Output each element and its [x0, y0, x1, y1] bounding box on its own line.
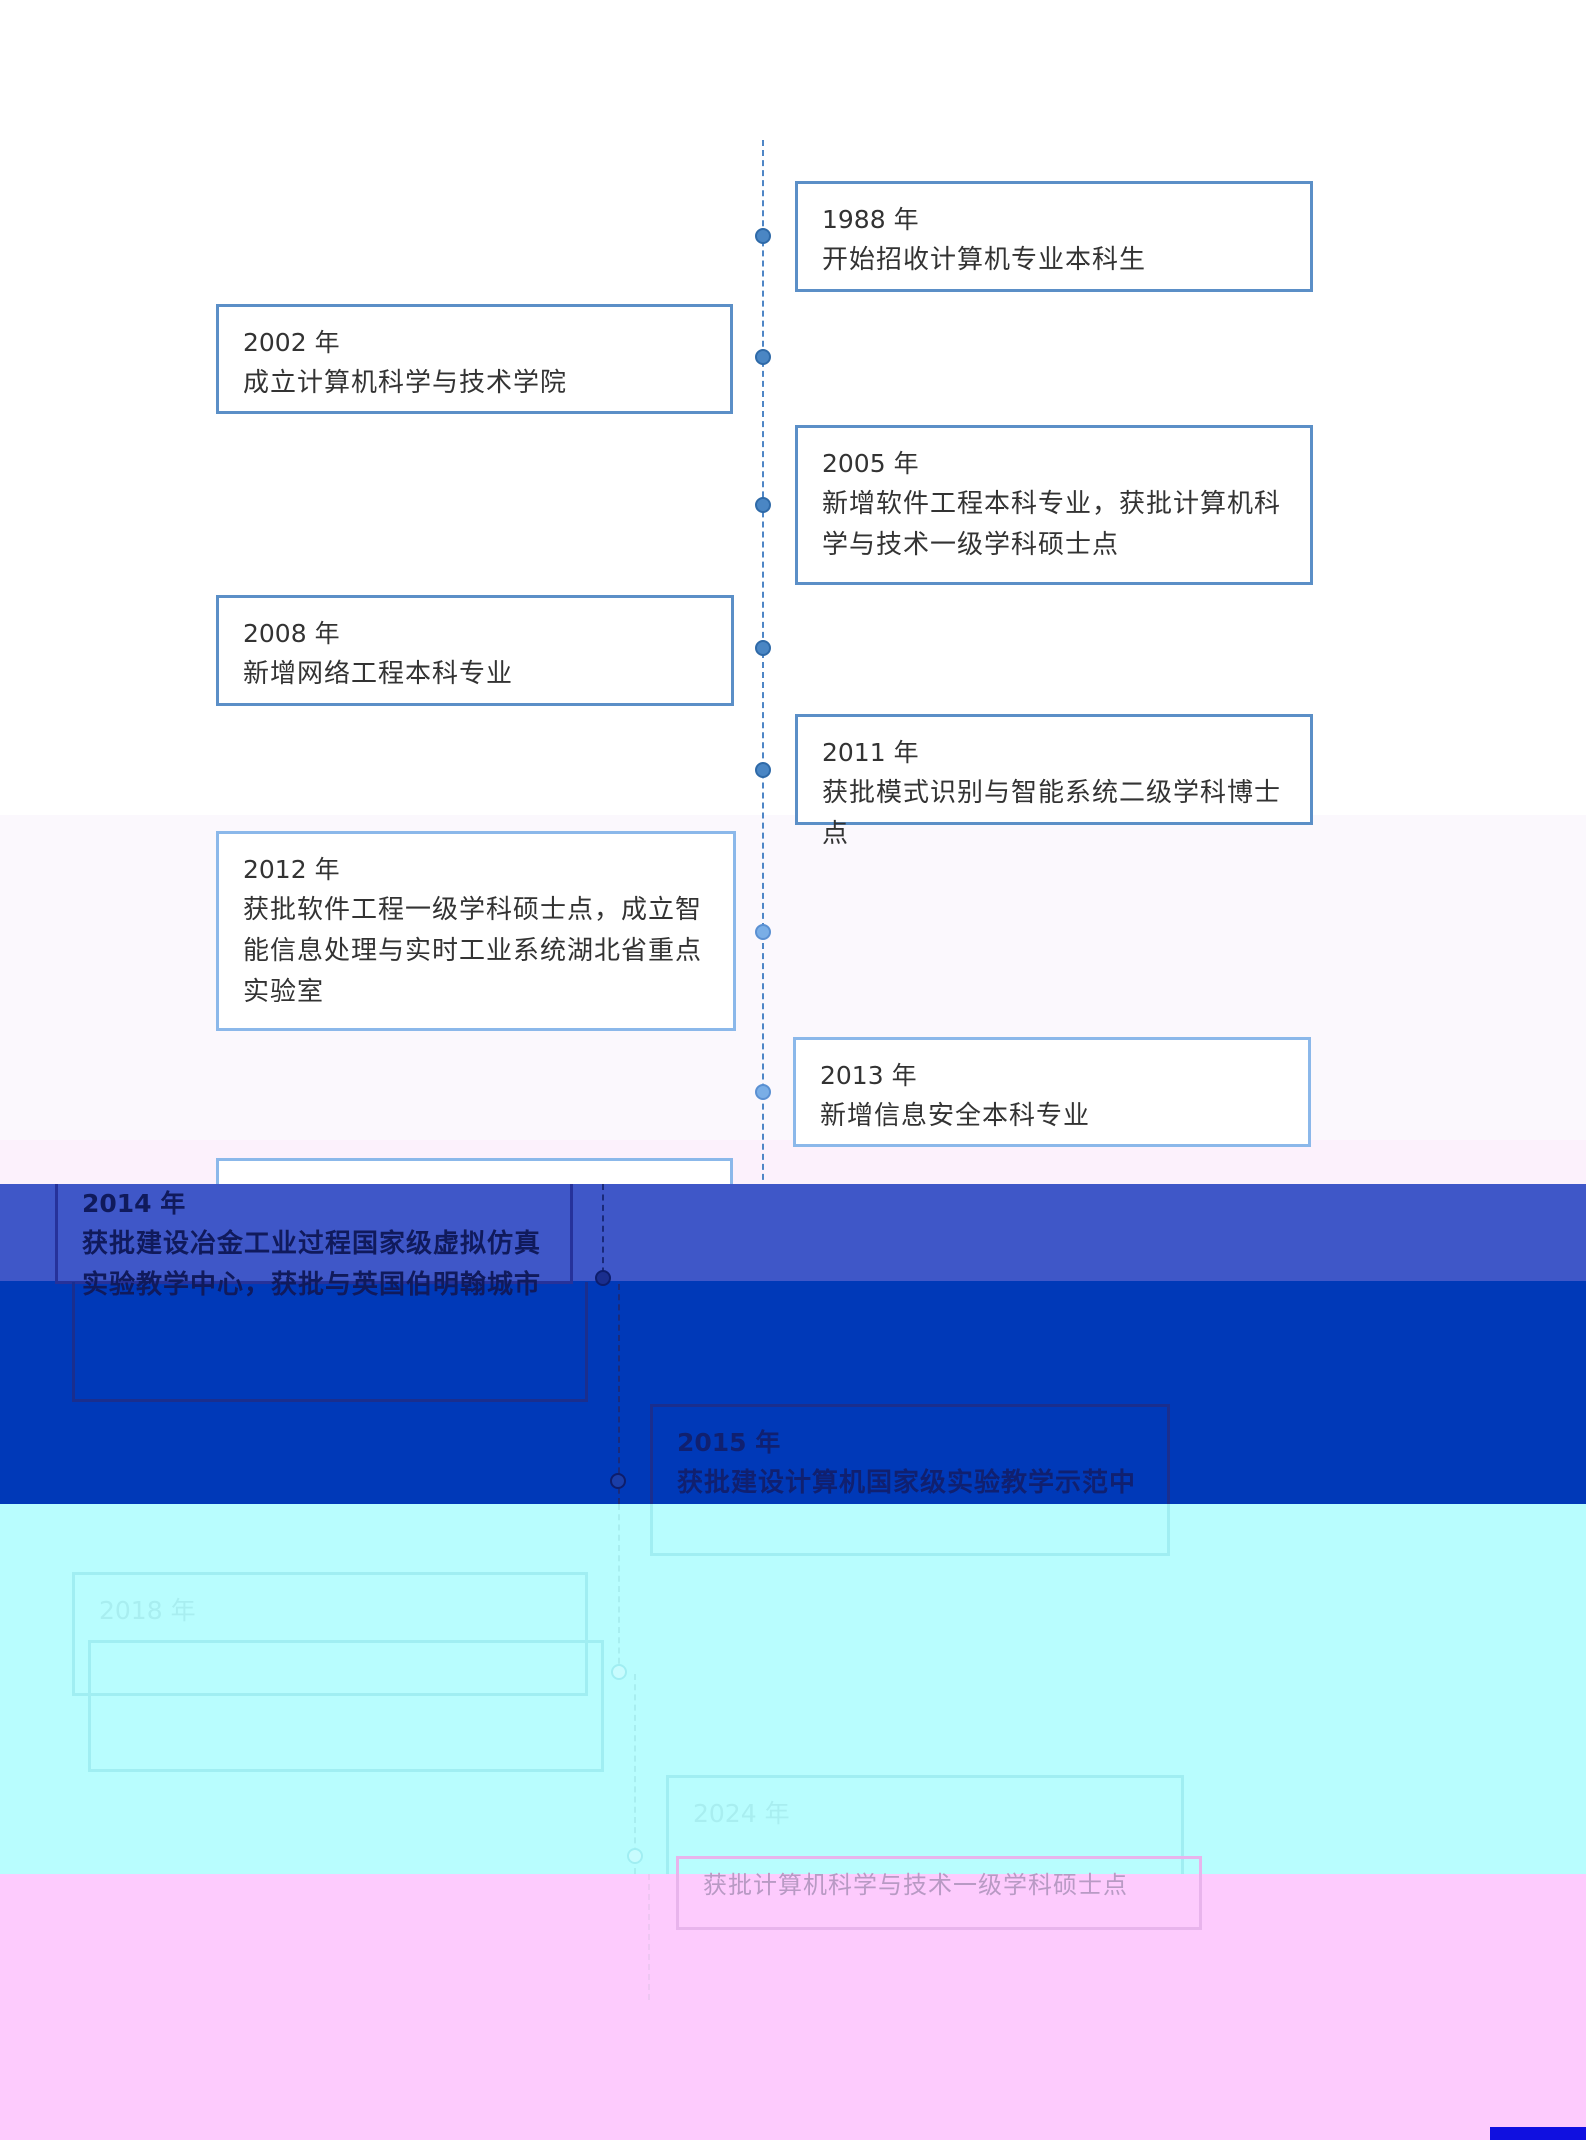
event-text: 获批模式识别与智能系统二级学科博士点 — [822, 778, 1282, 849]
event-year: 2005 年 — [822, 449, 919, 478]
event-card-faded — [650, 1504, 1170, 1556]
background-band-blue — [0, 1184, 1586, 1281]
event-card-shifted — [72, 1282, 588, 1402]
event-year: 2012 年 — [243, 855, 340, 884]
timeline-dot — [755, 349, 771, 365]
event-year: 2024 年 — [693, 1799, 790, 1828]
timeline-dot — [755, 497, 771, 513]
timeline-dot — [755, 228, 771, 244]
event-card-shifted — [88, 1640, 604, 1772]
event-year: 1988 年 — [822, 205, 919, 234]
event-text: 获批建设计算机国家级实验教学示范中心 — [677, 1468, 1137, 1498]
timeline-dot — [595, 1270, 611, 1286]
event-year: 2008 年 — [243, 619, 340, 648]
event-year: 2015 年 — [677, 1428, 781, 1457]
event-card: 获批计算机科学与技术一级学科硕士点 — [676, 1856, 1202, 1930]
event-text: 获批软件工程一级学科硕士点，成立智能信息处理与实时工业系统湖北省重点实验室 — [243, 895, 703, 1007]
corner-marker — [1490, 2127, 1586, 2140]
event-text: 获批计算机科学与技术一级学科硕士点 — [703, 1871, 1128, 1899]
event-card: 2014 年 获批建设冶金工业过程国家级虚拟仿真实验教学中心，获批与英国伯明翰城… — [55, 1184, 573, 1300]
event-year: 2002 年 — [243, 328, 340, 357]
timeline-line-faded — [618, 1504, 620, 1674]
event-text: 新增软件工程本科专业，获批计算机科学与技术一级学科硕士点 — [822, 489, 1282, 560]
background-band-pink — [0, 1874, 1586, 2140]
timeline-line-shifted — [602, 1184, 604, 1284]
timeline-line-faded — [648, 1874, 650, 2000]
event-card: 2024 年 — [666, 1775, 1184, 1874]
timeline-dot — [610, 1473, 626, 1489]
event-card: 2012 年 获批软件工程一级学科硕士点，成立智能信息处理与实时工业系统湖北省重… — [216, 831, 736, 1031]
event-card: 2015 年 获批建设计算机国家级实验教学示范中心 — [650, 1404, 1170, 1504]
event-card: 2002 年 成立计算机科学与技术学院 — [216, 304, 733, 414]
event-card: 2018 年 — [72, 1572, 588, 1696]
timeline-line-faded — [634, 1674, 636, 1874]
timeline-dot — [755, 924, 771, 940]
event-year: 2018 年 — [99, 1596, 196, 1625]
event-year: 2013 年 — [820, 1061, 917, 1090]
event-card: 2013 年 新增信息安全本科专业 — [793, 1037, 1311, 1147]
timeline-dot — [627, 1848, 643, 1864]
timeline-dot — [611, 1664, 627, 1680]
timeline-dot — [755, 762, 771, 778]
event-card: 2008 年 新增网络工程本科专业 — [216, 595, 734, 706]
event-text: 成立计算机科学与技术学院 — [243, 368, 568, 398]
event-text: 新增网络工程本科专业 — [243, 659, 514, 689]
event-text: 开始招收计算机专业本科生 — [822, 245, 1147, 275]
timeline-line — [762, 140, 764, 1200]
background-band-dark-blue — [0, 1281, 1586, 1504]
event-card: 1988 年 开始招收计算机专业本科生 — [795, 181, 1313, 292]
event-card: 2005 年 新增软件工程本科专业，获批计算机科学与技术一级学科硕士点 — [795, 425, 1313, 585]
timeline-line-shifted — [618, 1284, 620, 1504]
timeline-dot — [755, 640, 771, 656]
event-year: 2014 年 — [82, 1189, 186, 1218]
event-card: 2011 年 获批模式识别与智能系统二级学科博士点 — [795, 714, 1313, 849]
event-year: 2011 年 — [822, 738, 919, 767]
event-text: 获批建设冶金工业过程国家级虚拟仿真实验教学中心，获批与英国伯明翰城市大学（BCU… — [82, 1229, 542, 1300]
event-text: 新增信息安全本科专业 — [820, 1101, 1091, 1131]
timeline-dot — [755, 1084, 771, 1100]
background-band-cyan — [0, 1504, 1586, 1874]
